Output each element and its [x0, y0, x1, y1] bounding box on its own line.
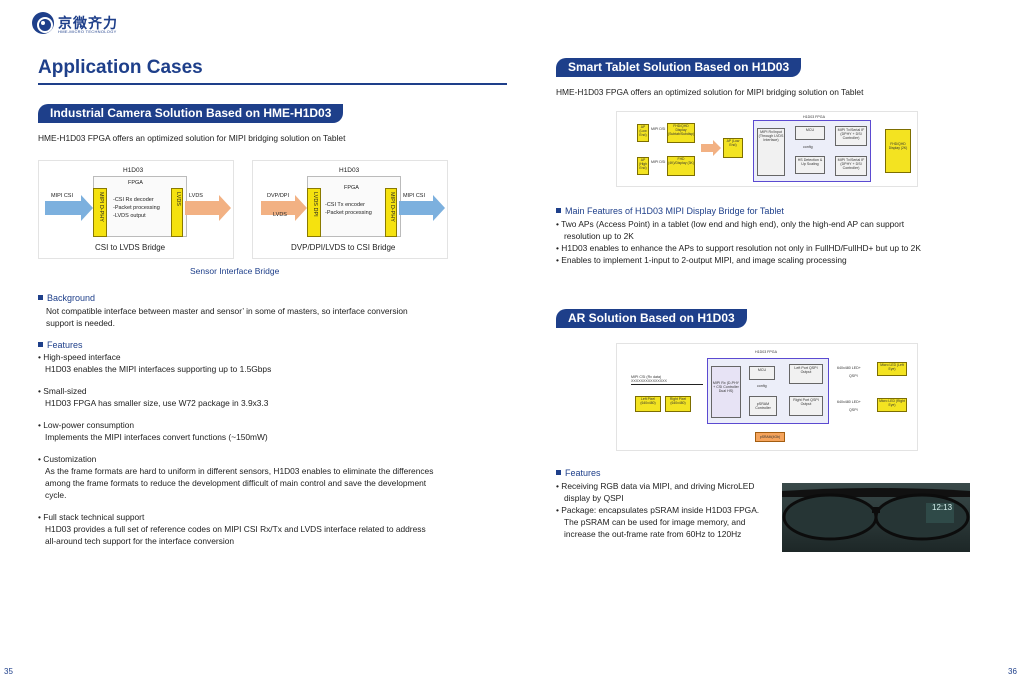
diagram2-lvds-dpi-bar: LVDS DPI	[307, 188, 321, 237]
diagram1-output-label: LVDS	[189, 193, 203, 199]
tablet-display-2: FHD (4K)/Display (3K)	[667, 156, 695, 176]
ar-micro-led-left: Micro LED (Left Eye)	[877, 362, 907, 376]
csi-to-lvds-diagram: H1D03 FPGA MIPI CSI MIPI D-PHY -CSI Rx d…	[38, 160, 234, 259]
diagram1-fpga-label: FPGA	[128, 180, 143, 186]
ar-features-list: • Receiving RGB data via MIPI, and drivi…	[556, 480, 776, 540]
ar-led-header-1: 640x480 LED+	[837, 366, 861, 370]
diagram2-function-list: -CSI Tx encoder -Packet processing	[325, 202, 372, 216]
ar-led-header-2: 640x480 LED+	[837, 400, 861, 404]
tablet-scaler: HS Detection & Up Scaling	[795, 156, 825, 174]
background-header: Background	[38, 293, 95, 303]
ar-micro-led-right: Micro LED (Right Eye)	[877, 398, 907, 412]
feature-item: • Full stack technical support H1D03 pro…	[38, 512, 426, 546]
diagram2-chip-name: H1D03	[339, 167, 360, 174]
diagram1-dphy-bar: MIPI D-PHY	[93, 188, 107, 237]
tablet-ap-dual: AP (Low End)	[723, 138, 743, 158]
ar-input-line	[631, 384, 703, 385]
tablet-tx-1: MIPI Tx/Serial IF (DPHY + DSI Controller…	[835, 126, 867, 146]
ar-right-port: Right Port QSPI Output	[789, 396, 823, 416]
tablet-tx-2: MIPI Tx/Serial IF (DPHY + DSI Controller…	[835, 156, 867, 176]
diagram2-input-top-label: DVP/DPI	[267, 193, 290, 199]
diagram1-chip-name: H1D03	[123, 167, 144, 174]
tablet-feature-item: • Two APs (Access Point) in a tablet (lo…	[556, 219, 905, 229]
ar-qspi-label-2: QSPI	[849, 408, 858, 412]
diagram2-output-label: MIPI CSI	[403, 193, 426, 199]
diagram1-caption: CSI to LVDS Bridge	[95, 243, 166, 252]
tablet-fpga-label: H1D03 FPGA	[803, 115, 825, 119]
feature-item: • High-speed interface H1D03 enables the…	[38, 352, 272, 374]
ar-input-label: MIPI CSI (Rx data) XXXXXXXXXXXXXXX	[631, 375, 667, 383]
diagram1-function-list: -CSI Rx decoder -Packet processing -LVDS…	[113, 197, 160, 219]
tablet-features-list: • Two APs (Access Point) in a tablet (lo…	[556, 218, 976, 266]
tablet-features-header: Main Features of H1D03 MIPI Display Brid…	[556, 206, 784, 216]
photo-clock-text: 12:13	[932, 503, 953, 512]
figure-caption: Sensor Interface Bridge	[190, 266, 280, 276]
tablet-ap-low-box: AP (Low End)	[637, 124, 649, 142]
ar-qspi-label-1: QSPI	[849, 374, 858, 378]
smart-tablet-intro: HME-H1D03 FPGA offers an optimized solut…	[556, 87, 864, 97]
industrial-camera-section-title: Industrial Camera Solution Based on HME-…	[38, 104, 344, 123]
ar-glasses-photo: 12:13	[782, 483, 970, 552]
diagram1-input-arrow	[45, 195, 93, 221]
ar-diagram: H1D03 FPGA MIPI CSI (Rx data) XXXXXXXXXX…	[616, 343, 918, 451]
tablet-ap-high-box: AP (High End)	[637, 157, 649, 175]
company-logo-text: 京微齐力	[58, 16, 118, 32]
page-number-left: 35	[4, 667, 13, 676]
background-text: Not compatible interface between master …	[46, 306, 408, 328]
ar-feature-item: • Package: encapsulates pSRAM inside H1D…	[556, 505, 760, 515]
tablet-mipi-rx: MIPI Rx/Input (Through LVDS Interface)	[757, 128, 785, 176]
company-logo-subtext: HME-MICRO TECHNOLOGY	[58, 29, 117, 34]
ar-left-pixel: Left Pixel (640x480)	[635, 396, 661, 412]
feature-item: • Customization As the frame formats are…	[38, 454, 434, 500]
diagram2-input-arrow	[261, 195, 307, 221]
ar-config-label: config	[757, 384, 767, 388]
feature-item: • Low-power consumption Implements the M…	[38, 420, 268, 442]
ar-psram-controller: pSRAM Controller	[749, 396, 777, 416]
tablet-mipi-label-2: MIPI DSI	[651, 160, 666, 164]
feature-item: • Small-sized H1D03 FPGA has smaller siz…	[38, 386, 269, 408]
tablet-feature-item: • H1D03 enables to enhance the APs to su…	[556, 243, 921, 253]
ar-feature-item: • Receiving RGB data via MIPI, and drivi…	[556, 481, 755, 491]
diagram2-input-bottom-label: LVDS	[273, 212, 287, 218]
diagram2-fpga-label: FPGA	[344, 185, 359, 191]
diagram1-output-arrow	[185, 195, 231, 221]
ar-features-header: Features	[556, 468, 601, 478]
diagram1-input-label: MIPI CSI	[51, 193, 74, 199]
ar-mcu: MCU	[749, 366, 775, 380]
diagram2-caption: DVP/DPI/LVDS to CSI Bridge	[291, 243, 396, 252]
ar-section-title: AR Solution Based on H1D03	[556, 309, 747, 328]
tablet-mcu: MCU	[795, 126, 825, 140]
ar-glasses-shape	[782, 488, 970, 541]
tablet-output-display: FHD/QHD Display (2K)	[885, 129, 911, 173]
ar-psram-chip: pSRAM(4Gb)	[755, 432, 785, 442]
page-title: Application Cases	[38, 57, 203, 78]
smart-tablet-diagram: AP (Low End) AP (High End) MIPI DSI MIPI…	[616, 111, 918, 187]
tablet-config-label: config	[803, 145, 813, 149]
ar-mipi-rx: MIPI Rx (D-PHY + CSI Controller Dual HS)	[711, 366, 741, 418]
page-number-right: 36	[1008, 667, 1017, 676]
tablet-display-1: FHD/QHD Display (Subtab/Subdisp)	[667, 123, 695, 143]
ar-left-port: Left Port QSPI Output	[789, 364, 823, 384]
smart-tablet-section-title: Smart Tablet Solution Based on H1D03	[556, 58, 802, 77]
title-underline	[38, 83, 507, 85]
tablet-feature-item: • Enables to implement 1-input to 2-outp…	[556, 255, 847, 265]
diagram1-lvds-bar: LVDS	[171, 188, 183, 237]
company-logo-icon	[32, 12, 54, 34]
industrial-camera-intro: HME-H1D03 FPGA offers an optimized solut…	[38, 133, 346, 143]
tablet-mipi-label-1: MIPI DSI	[651, 127, 666, 131]
diagram2-output-arrow	[399, 195, 445, 221]
ar-right-pixel: Right Pixel (640x480)	[665, 396, 691, 412]
dvp-to-csi-diagram: H1D03 FPGA DVP/DPI LVDS LVDS DPI -CSI Tx…	[252, 160, 448, 259]
features-header: Features	[38, 340, 83, 350]
tablet-flow-arrow	[701, 140, 721, 156]
diagram2-dphy-bar: MIPI D-PHY	[385, 188, 397, 237]
features-list: • High-speed interface H1D03 enables the…	[38, 351, 508, 547]
ar-fpga-label: H1D03 FPGA	[755, 350, 777, 354]
